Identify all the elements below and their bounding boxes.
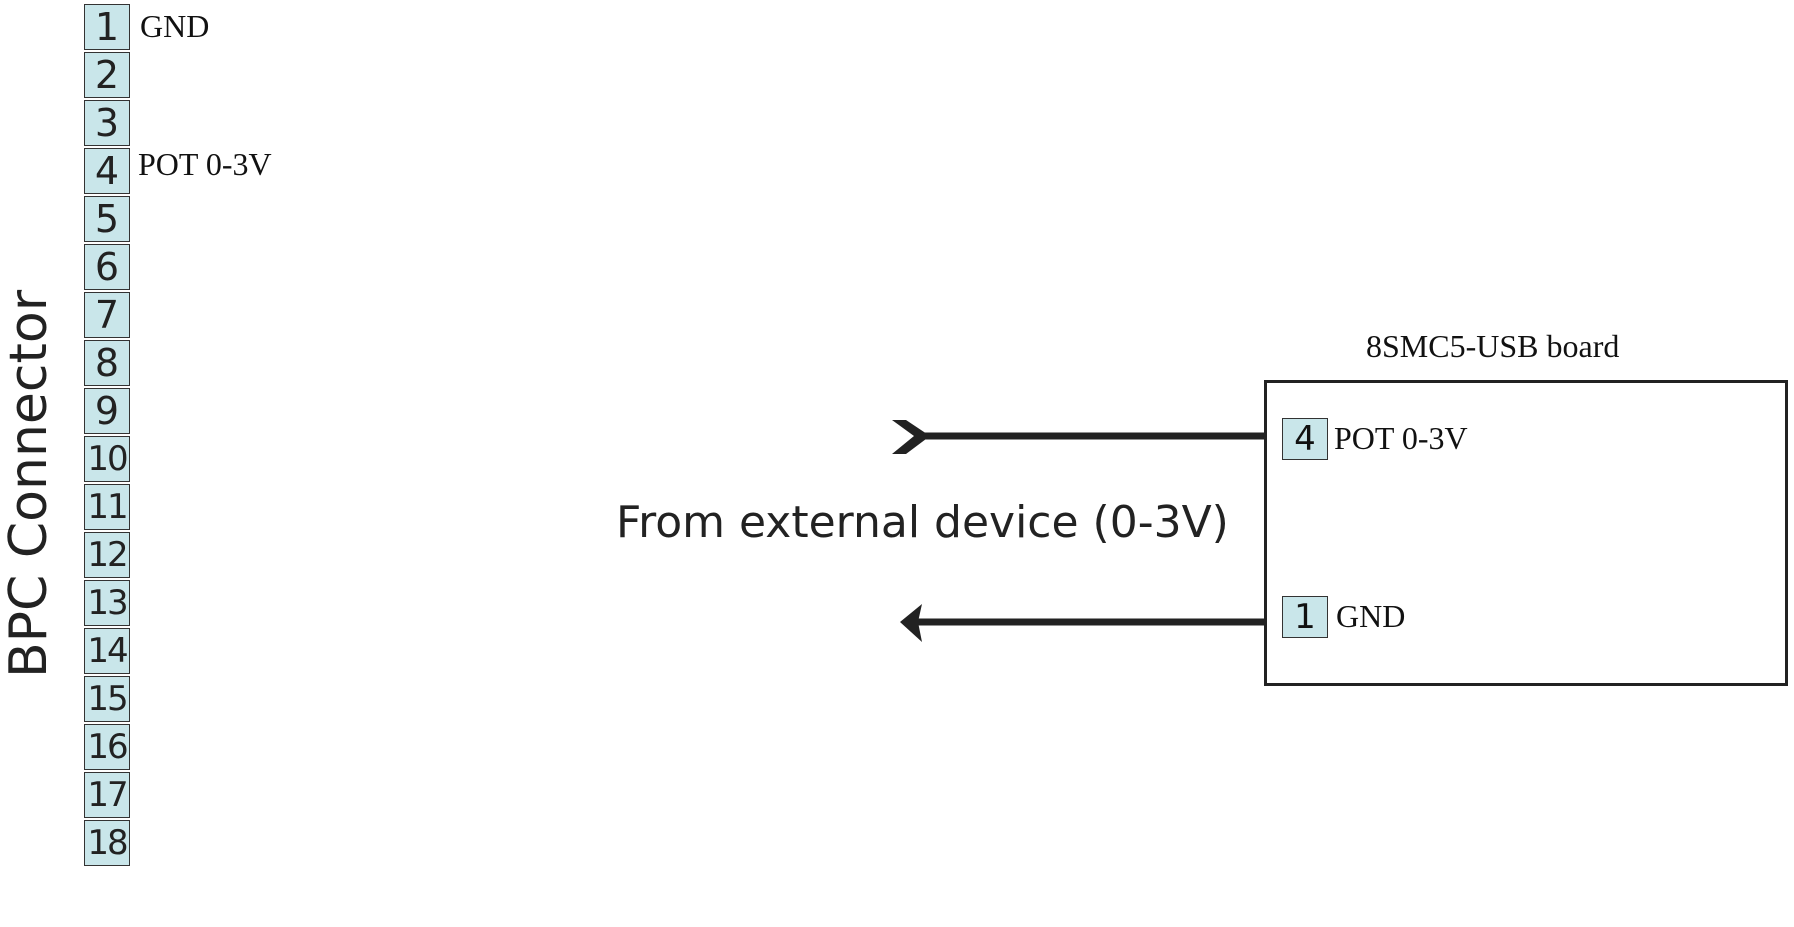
connector-pin-12: 12 xyxy=(84,532,130,578)
connector-pin-8: 8 xyxy=(84,340,130,386)
board-pin-1: 1 xyxy=(1282,596,1328,638)
connector-pin-17: 17 xyxy=(84,772,130,818)
connector-pin-14: 14 xyxy=(84,628,130,674)
connector-pin-stack: 1 2 3 4 5 6 7 8 9 10 11 12 13 14 15 16 1… xyxy=(84,4,130,868)
connector-pin-6: 6 xyxy=(84,244,130,290)
board-title: 8SMC5-USB board xyxy=(1366,328,1620,364)
board-pin-4: 4 xyxy=(1282,418,1328,460)
board-pin-4-label: POT 0-3V xyxy=(1334,420,1468,456)
connector-pin-2: 2 xyxy=(84,52,130,98)
external-device-label: From external device (0-3V) xyxy=(616,497,1229,548)
connector-pin-1: 1 xyxy=(84,4,130,50)
connector-pin-9: 9 xyxy=(84,388,130,434)
connector-pin-15: 15 xyxy=(84,676,130,722)
connector-pin-3: 3 xyxy=(84,100,130,146)
board-box xyxy=(1264,380,1788,686)
connector-pin-11: 11 xyxy=(84,484,130,530)
connector-pin-18: 18 xyxy=(84,820,130,866)
connector-pin-16: 16 xyxy=(84,724,130,770)
pot-wire-arrow xyxy=(892,420,930,454)
connector-pin-13: 13 xyxy=(84,580,130,626)
connector-pin-4-label: POT 0-3V xyxy=(138,146,272,182)
connector-pin-7: 7 xyxy=(84,292,130,338)
gnd-wire-arrow xyxy=(900,604,922,642)
connector-pin-5: 5 xyxy=(84,196,130,242)
connector-pin-4: 4 xyxy=(84,148,130,194)
connector-pin-1-label: GND xyxy=(140,8,210,44)
board-pin-1-label: GND xyxy=(1336,598,1406,634)
connector-pin-10: 10 xyxy=(84,436,130,482)
